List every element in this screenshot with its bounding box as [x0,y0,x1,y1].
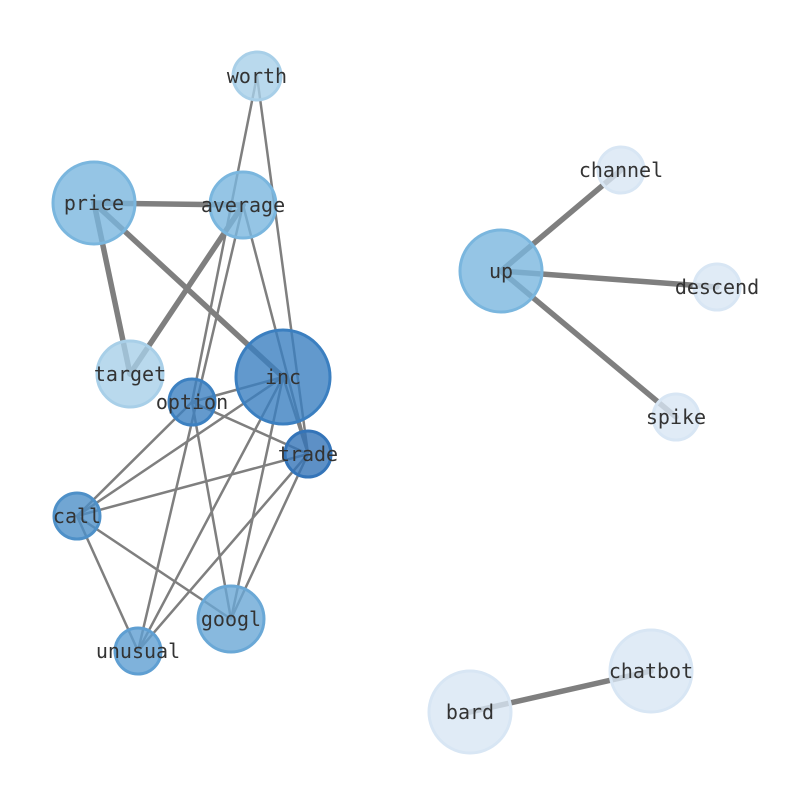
node-label-chatbot: chatbot [609,659,693,683]
edge-trade-unusual [136,452,310,653]
node-unusual [113,626,163,676]
node-target [95,339,165,409]
labels-layer: worth price average target inc option trade cal… [53,64,759,724]
node-label-target: target [94,362,166,386]
node-label-channel: channel [579,158,663,182]
node-worth [231,50,283,102]
node-label-price: price [64,191,124,215]
node-chatbot [608,628,694,714]
node-label-trade: trade [278,442,338,466]
node-option [167,377,217,427]
node-label-spike: spike [646,405,706,429]
node-label-option: option [156,390,228,414]
node-price [51,160,137,246]
node-label-descend: descend [675,275,759,299]
node-label-bard: bard [446,700,494,724]
edge-option-googl [190,400,233,621]
node-label-up: up [489,259,513,283]
node-average [208,170,278,240]
node-channel [596,145,646,195]
node-inc [234,328,332,426]
node-descend [692,262,742,312]
edge-option-call [75,400,194,518]
node-label-googl: googl [201,607,261,631]
node-label-inc: inc [265,365,301,389]
node-label-unusual: unusual [96,639,180,663]
node-label-call: call [53,504,101,528]
nodes-layer [51,50,742,755]
edge-inc-unusual [136,375,285,653]
node-up [458,228,544,314]
edge-call-unusual [75,514,140,653]
node-googl [196,584,266,654]
node-bard [427,669,513,755]
edge-trade-call [75,452,310,518]
node-label-worth: worth [227,64,287,88]
edge-average-unusual [136,203,245,653]
edge-worth-option [190,74,259,404]
node-trade [283,429,333,479]
node-spike [651,392,701,442]
node-call [52,491,102,541]
node-label-average: average [201,193,285,217]
